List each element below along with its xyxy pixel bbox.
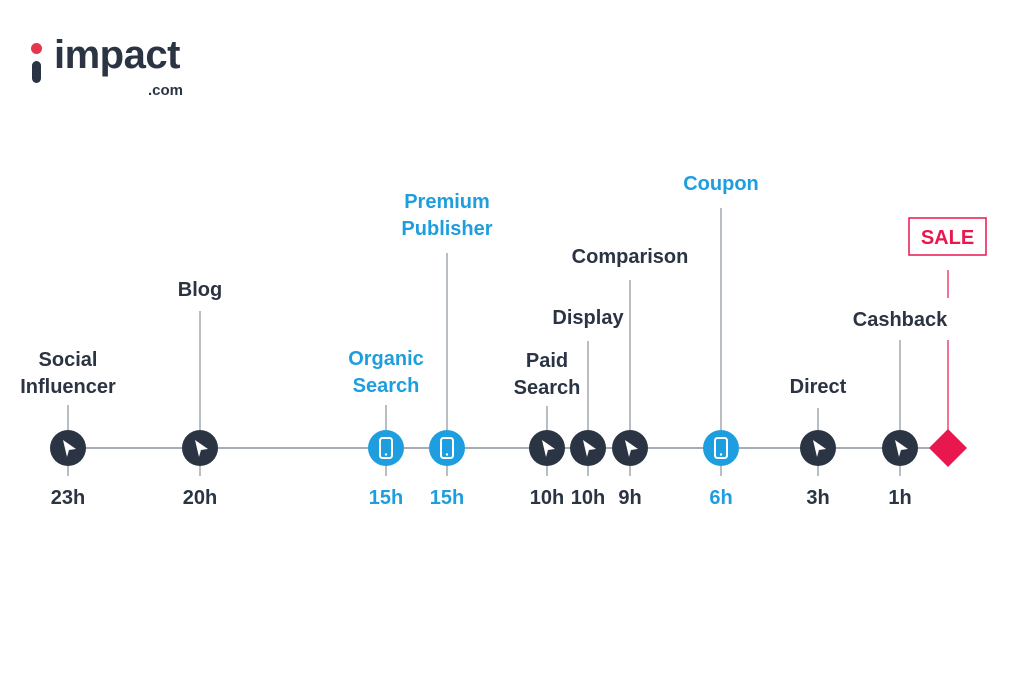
touchpoint[interactable]: Cashback 1h	[853, 309, 948, 509]
logo-wordmark: impact	[54, 33, 180, 77]
cursor-icon	[895, 440, 908, 457]
touchpoint-label: Blog	[178, 279, 222, 301]
cursor-icon	[813, 440, 826, 457]
touchpoint[interactable]: Blog 20h	[178, 279, 222, 509]
sale-endpoint[interactable]: SALE	[908, 217, 987, 467]
touchpoint-node[interactable]	[368, 430, 404, 466]
mobile-icon-button	[445, 453, 449, 456]
mobile-icon-button	[384, 453, 388, 456]
touchpoint[interactable]: Display 10h	[552, 307, 624, 509]
touchpoint[interactable]: Comparison 9h	[572, 246, 689, 509]
touchpoint-time: 15h	[430, 487, 464, 509]
touchpoint-label: Search	[353, 375, 420, 397]
touchpoint-label: Publisher	[401, 218, 492, 240]
touchpoint-time: 6h	[709, 487, 732, 509]
touchpoint[interactable]: Coupon 6h	[683, 173, 759, 509]
logo-red-dot	[31, 43, 42, 54]
cursor-icon	[63, 440, 76, 457]
mobile-icon	[379, 437, 393, 459]
sale-box	[908, 217, 987, 256]
diamond-icon	[929, 429, 967, 467]
touchpoint-time: 3h	[806, 487, 829, 509]
mobile-icon	[440, 437, 454, 459]
cursor-icon	[625, 440, 638, 457]
logo-dark-bar	[32, 61, 41, 83]
mobile-icon	[714, 437, 728, 459]
touchpoint-time: 15h	[369, 487, 403, 509]
touchpoint-node[interactable]	[703, 430, 739, 466]
touchpoint-label: Display	[552, 307, 624, 329]
touchpoint-label: Premium	[404, 191, 490, 213]
touchpoint-time: 1h	[888, 487, 911, 509]
touchpoint-time: 20h	[183, 487, 217, 509]
touchpoint-label: Influencer	[20, 376, 116, 398]
touchpoint-label: Organic	[348, 348, 424, 370]
cursor-icon	[542, 440, 555, 457]
touchpoint-label: Cashback	[853, 309, 948, 331]
touchpoint-node[interactable]	[429, 430, 465, 466]
impact-logo: impact .com	[26, 33, 206, 100]
touchpoint-label: Search	[514, 377, 581, 399]
touchpoint-label: Paid	[526, 350, 568, 372]
cursor-icon	[195, 440, 208, 457]
sale-label: SALE	[921, 227, 974, 249]
touchpoint-time: 10h	[530, 487, 564, 509]
touchpoint-label: Direct	[790, 376, 847, 398]
touchpoint-time: 10h	[571, 487, 605, 509]
touchpoint-time: 23h	[51, 487, 85, 509]
logo-domain: .com	[148, 82, 184, 99]
touchpoint[interactable]: Direct 3h	[790, 376, 847, 509]
touchpoint-label: Coupon	[683, 173, 759, 195]
touchpoint-time: 9h	[618, 487, 641, 509]
touchpoint-label: Comparison	[572, 246, 689, 268]
touchpoint-label: Social	[39, 349, 98, 371]
cursor-icon	[583, 440, 596, 457]
mobile-icon-button	[719, 453, 723, 456]
